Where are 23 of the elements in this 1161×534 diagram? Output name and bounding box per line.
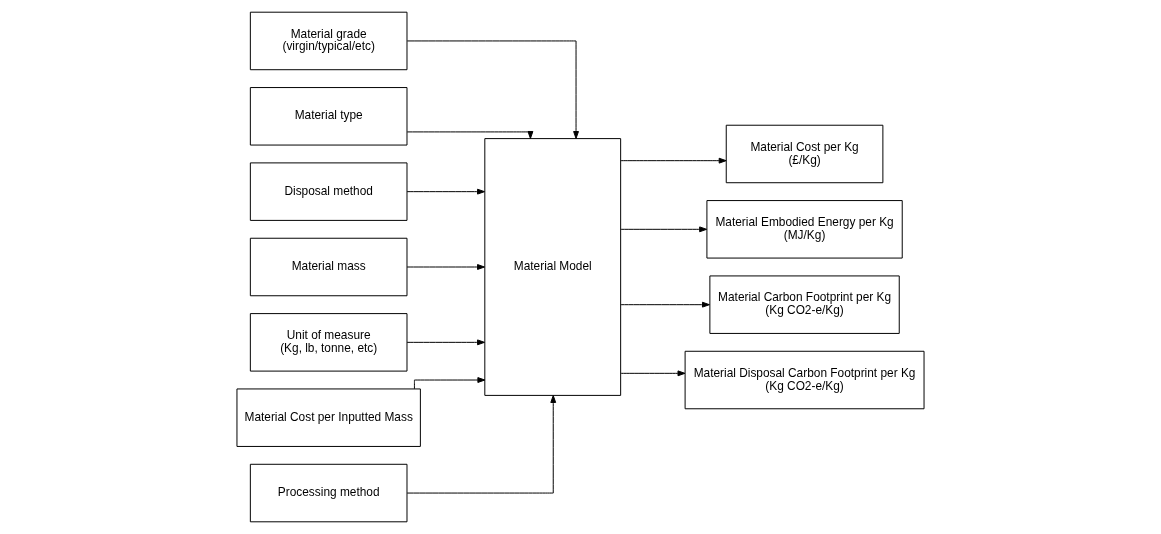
node-box: Processing method <box>249 463 408 523</box>
node-box: Disposal method <box>249 162 408 221</box>
arrow <box>406 40 579 139</box>
arrow <box>406 395 557 494</box>
node-box: Material grade (virgin/typical/etc) <box>249 11 408 71</box>
arrow <box>620 226 708 233</box>
node-box: Material Disposal Carbon Footprint per Kg (Kg CO2-e/Kg) <box>684 350 925 410</box>
arrow <box>620 370 686 377</box>
node-box: Material Cost per Inputted Mass <box>236 388 421 447</box>
node-box: Material Carbon Footprint per Kg (Kg CO2-e/Kg) <box>709 275 900 334</box>
node-box: Material Model <box>484 138 622 396</box>
arrow <box>406 264 485 270</box>
arrow <box>406 188 485 195</box>
arrow <box>620 157 727 164</box>
node-box: Material type <box>249 87 408 146</box>
arrow <box>406 131 534 139</box>
arrow <box>413 377 486 390</box>
node-box: Material Cost per Kg (£/Kg) <box>725 124 884 184</box>
node-box: Material mass <box>249 237 408 297</box>
arrow <box>406 339 485 346</box>
arrow <box>620 301 710 308</box>
node-box: Unit of measure (Kg, lb, tonne, etc) <box>249 313 408 372</box>
node-box: Material Embodied Energy per Kg (MJ/Kg) <box>706 200 903 259</box>
